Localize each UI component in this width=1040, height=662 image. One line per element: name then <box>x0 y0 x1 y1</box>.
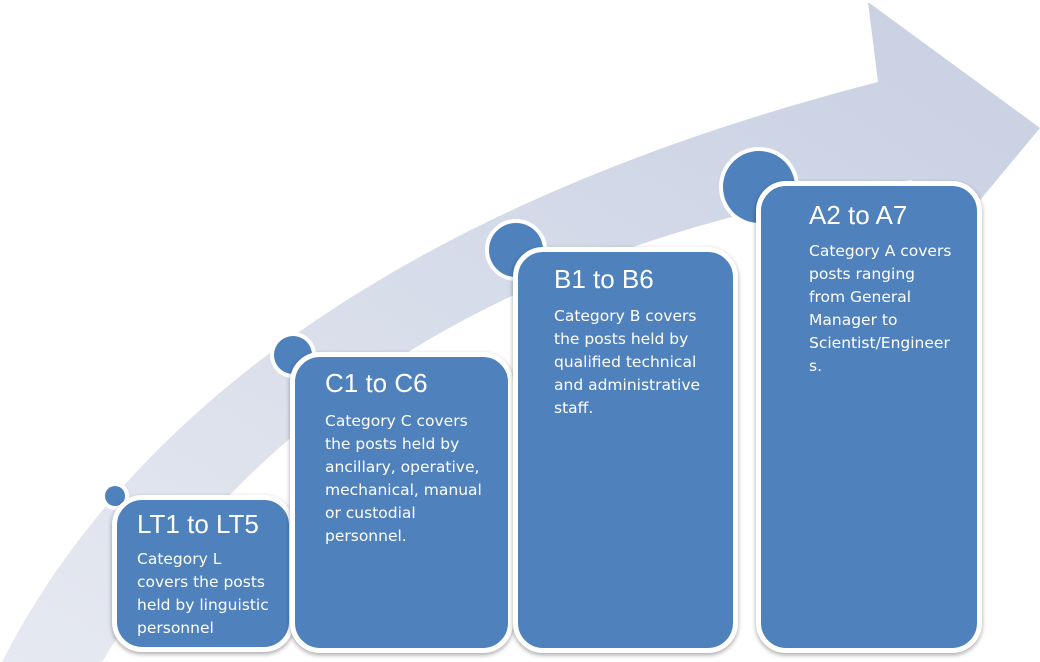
description-line: held by linguistic <box>137 596 269 614</box>
description-line: and administrative <box>554 376 701 394</box>
step-box-c: C1 to C6 Category C covers the posts hel… <box>290 352 513 653</box>
description-line: covers the posts <box>137 573 266 591</box>
description-line: Manager to <box>809 311 898 329</box>
step-1-circle <box>101 482 129 510</box>
step-box-lt: LT1 to LT5 Category L covers the posts h… <box>112 495 294 652</box>
description-line: qualified technical <box>554 353 697 371</box>
step-title: A2 to A7 <box>809 200 908 230</box>
description-line: ancillary, operative, <box>325 458 480 476</box>
step-description: Category A covers posts ranging from Gen… <box>809 240 973 378</box>
step-title: LT1 to LT5 <box>137 509 259 539</box>
step-box-b: B1 to B6 Category B covers the posts hel… <box>513 247 738 653</box>
description-line: posts ranging <box>809 265 915 283</box>
step-description: Category L covers the posts held by ling… <box>137 548 281 640</box>
description-line: s. <box>809 357 823 375</box>
description-line: or custodial <box>325 504 416 522</box>
description-line: Category L <box>137 550 222 568</box>
description-line: from General <box>809 288 912 306</box>
step-title: B1 to B6 <box>554 264 654 294</box>
description-line: Category C covers <box>325 412 468 430</box>
description-line: Scientist/Engineer <box>809 334 950 352</box>
step-description: Category C covers the posts held by anci… <box>325 410 500 548</box>
description-line: the posts held by <box>325 435 460 453</box>
description-line: personnel. <box>325 527 407 545</box>
step-description: Category B covers the posts held by qual… <box>554 305 725 420</box>
description-line: staff. <box>554 399 594 417</box>
description-line: Category B covers <box>554 307 697 325</box>
description-line: mechanical, manual <box>325 481 482 499</box>
description-line: personnel <box>137 619 214 637</box>
description-line: the posts held by <box>554 330 689 348</box>
step-title: C1 to C6 <box>325 368 428 398</box>
step-box-a: A2 to A7 Category A covers posts ranging… <box>756 181 982 653</box>
description-line: Category A covers <box>809 242 952 260</box>
